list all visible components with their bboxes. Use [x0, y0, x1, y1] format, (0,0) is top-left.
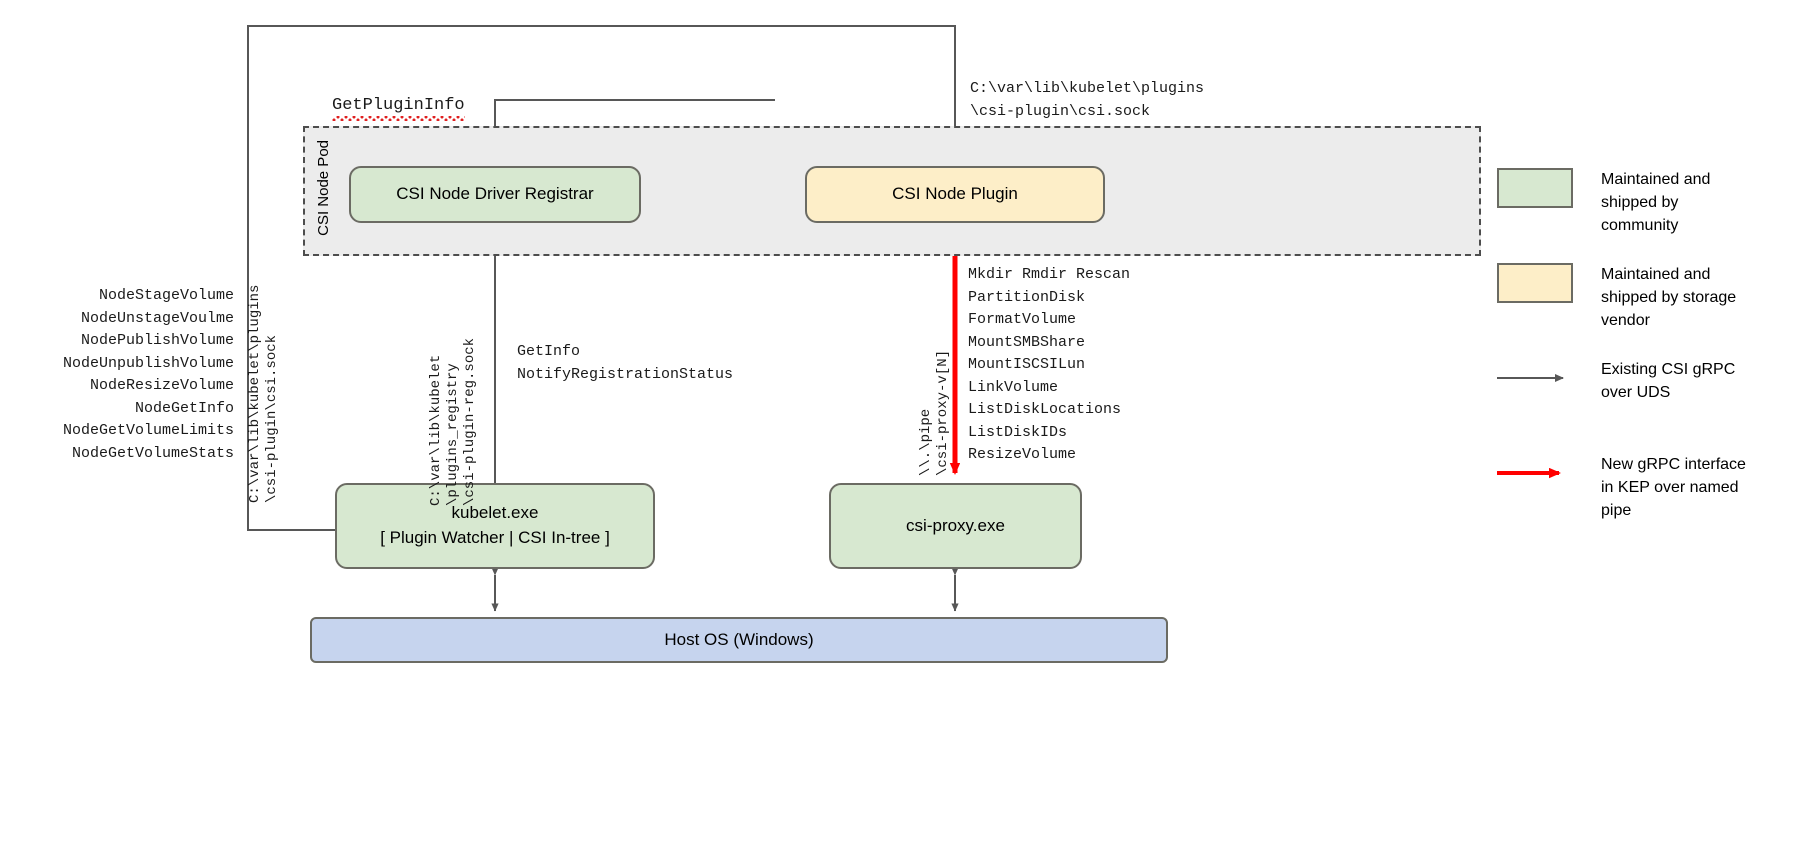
legend-label: Maintained and shipped by community — [1601, 171, 1711, 234]
edge-label-text: GetPluginInfo — [332, 96, 465, 115]
legend-item-new-grpc-kep: New gRPC interface in KEP over named pip… — [1497, 453, 1751, 522]
edge-label-get-plugin-info: GetPluginInfo — [332, 96, 465, 121]
edge-label-kubelet-csi-sock-path: C:\var\lib\kubelet\plugins \csi-plugin\c… — [247, 284, 280, 503]
edge-label-named-pipe-path: \\.\pipe \csi-proxy-v[N] — [918, 349, 951, 476]
node-box-csi-node-driver-registrar[interactable]: CSI Node Driver Registrar — [349, 166, 641, 223]
node-box-csi-node-plugin[interactable]: CSI Node Plugin — [805, 166, 1105, 223]
node-box-kubelet-exe[interactable]: kubelet.exe [ Plugin Watcher | CSI In-tr… — [335, 483, 655, 569]
legend-arrow-gray-icon — [1497, 358, 1573, 398]
csi-node-pod-label: CSI Node Pod — [312, 140, 334, 250]
legend-label: Existing CSI gRPC over UDS — [1601, 361, 1736, 401]
legend-item-storage-vendor: Maintained and shipped by storage vendor — [1497, 263, 1751, 332]
legend-swatch-yellow — [1497, 263, 1573, 303]
label-csi-proxy-calls: Mkdir Rmdir Rescan PartitionDisk FormatV… — [968, 266, 1131, 463]
node-box-label: CSI Node Driver Registrar — [396, 184, 594, 204]
node-box-label-line1: kubelet.exe — [451, 503, 539, 523]
legend-arrow-red-icon — [1497, 453, 1573, 493]
node-box-label: Host OS (Windows) — [664, 629, 814, 649]
csi-node-pod-label-text: CSI Node Pod — [314, 140, 332, 236]
node-box-csi-proxy-exe[interactable]: csi-proxy.exe — [829, 483, 1082, 569]
node-box-label-line1: csi-proxy.exe — [906, 515, 1005, 535]
node-box-label: CSI Node Plugin — [892, 184, 1018, 204]
legend-label: New gRPC interface in KEP over named pip… — [1601, 456, 1746, 519]
node-box-label-line2: [ Plugin Watcher | CSI In-tree ] — [380, 528, 610, 547]
label-node-service-calls: NodeStageVolume NodeUnstageVoulme NodePu… — [62, 287, 234, 462]
label-registrar-calls: GetInfo NotifyRegistrationStatus — [517, 343, 734, 383]
legend-item-community: Maintained and shipped by community — [1497, 168, 1751, 237]
legend-label: Maintained and shipped by storage vendor — [1601, 266, 1737, 329]
node-box-host-os[interactable]: Host OS (Windows) — [310, 617, 1168, 663]
spellcheck-squiggle — [332, 116, 465, 121]
legend-swatch-green — [1497, 168, 1573, 208]
edge-label-plugin-socket-path: C:\var\lib\kubelet\plugins \csi-plugin\c… — [970, 80, 1205, 120]
legend-item-existing-csi-grpc: Existing CSI gRPC over UDS — [1497, 358, 1751, 404]
edge-label-plugins-registry-path: C:\var\lib\kubelet \plugins_registry \cs… — [428, 337, 478, 506]
